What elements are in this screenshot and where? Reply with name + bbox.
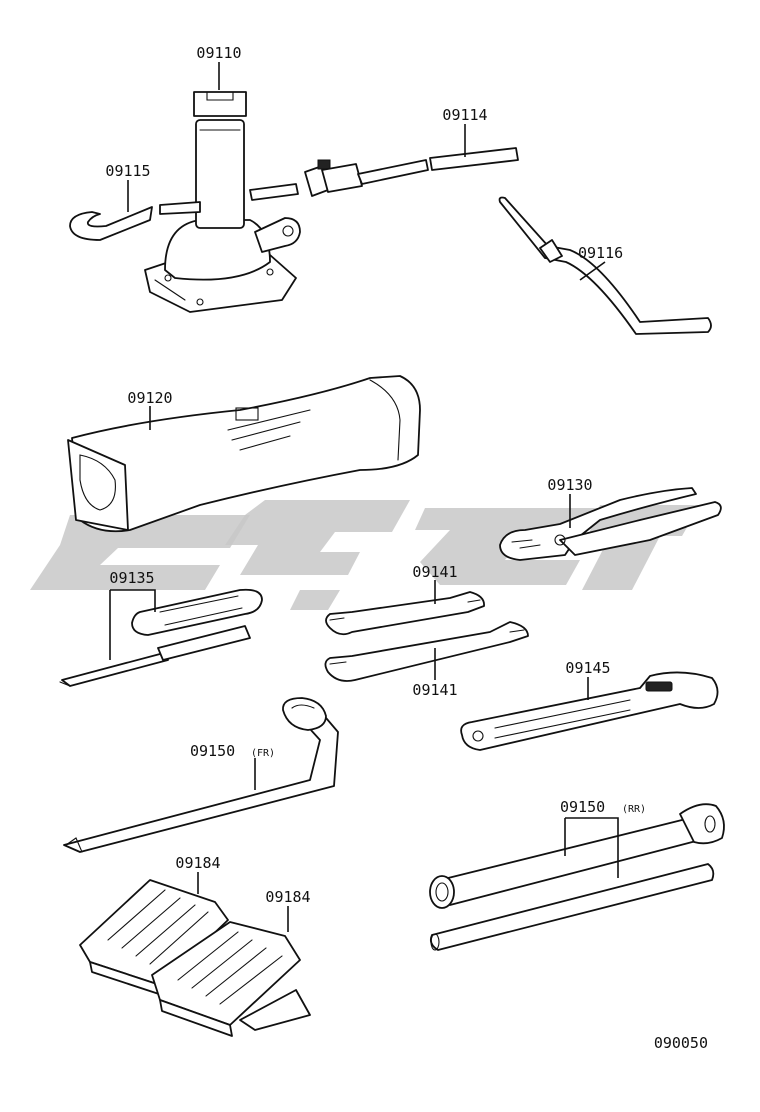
wheel-wrench-fr-part[interactable] <box>63 697 339 853</box>
part-number-chock-right: 09184 <box>265 888 310 906</box>
pliers-part[interactable] <box>499 487 722 561</box>
chock-right-part[interactable] <box>151 921 311 1037</box>
part-suffix-wheel-wrench-rr: (RR) <box>622 804 646 815</box>
part-number-adjustable-wrench: 09145 <box>565 659 610 677</box>
leader-wheel-wrench-rr <box>564 817 619 878</box>
part-number-hook: 09115 <box>105 162 150 180</box>
part-suffix-wheel-wrench-fr: (FR) <box>251 748 275 759</box>
part-number-jack-handle: 09116 <box>578 244 623 262</box>
part-number-jack: 09110 <box>196 44 241 62</box>
screwdriver-part[interactable] <box>59 588 263 687</box>
part-number-wheel-wrench-rr: 09150 <box>560 798 605 816</box>
part-number-chock-left: 09184 <box>175 854 220 872</box>
extension-bar-part[interactable] <box>159 147 519 215</box>
part-number-screwdriver: 09135 <box>109 569 154 587</box>
adjustable-wrench-part[interactable] <box>460 671 719 751</box>
part-number-wrench-upper: 09141 <box>412 563 457 581</box>
part-number-pliers: 09130 <box>547 476 592 494</box>
wrench-upper-part[interactable] <box>325 591 485 636</box>
part-number-extension-bar: 09114 <box>442 106 487 124</box>
diagram-id: 090050 <box>654 1034 708 1052</box>
hook-part[interactable] <box>69 206 153 241</box>
part-number-wheel-wrench-fr: 09150 <box>190 742 235 760</box>
jack-part[interactable] <box>144 91 301 313</box>
wrench-lower-part[interactable] <box>324 621 529 682</box>
leader-screwdriver <box>109 589 156 660</box>
leader-jack-handle <box>579 261 606 281</box>
jack-handle-part[interactable] <box>498 196 712 335</box>
part-number-tool-bag: 09120 <box>127 389 172 407</box>
wheel-wrench-rr-part[interactable] <box>429 803 725 951</box>
part-number-wrench-lower: 09141 <box>412 681 457 699</box>
tool-bag-part[interactable] <box>67 375 421 533</box>
